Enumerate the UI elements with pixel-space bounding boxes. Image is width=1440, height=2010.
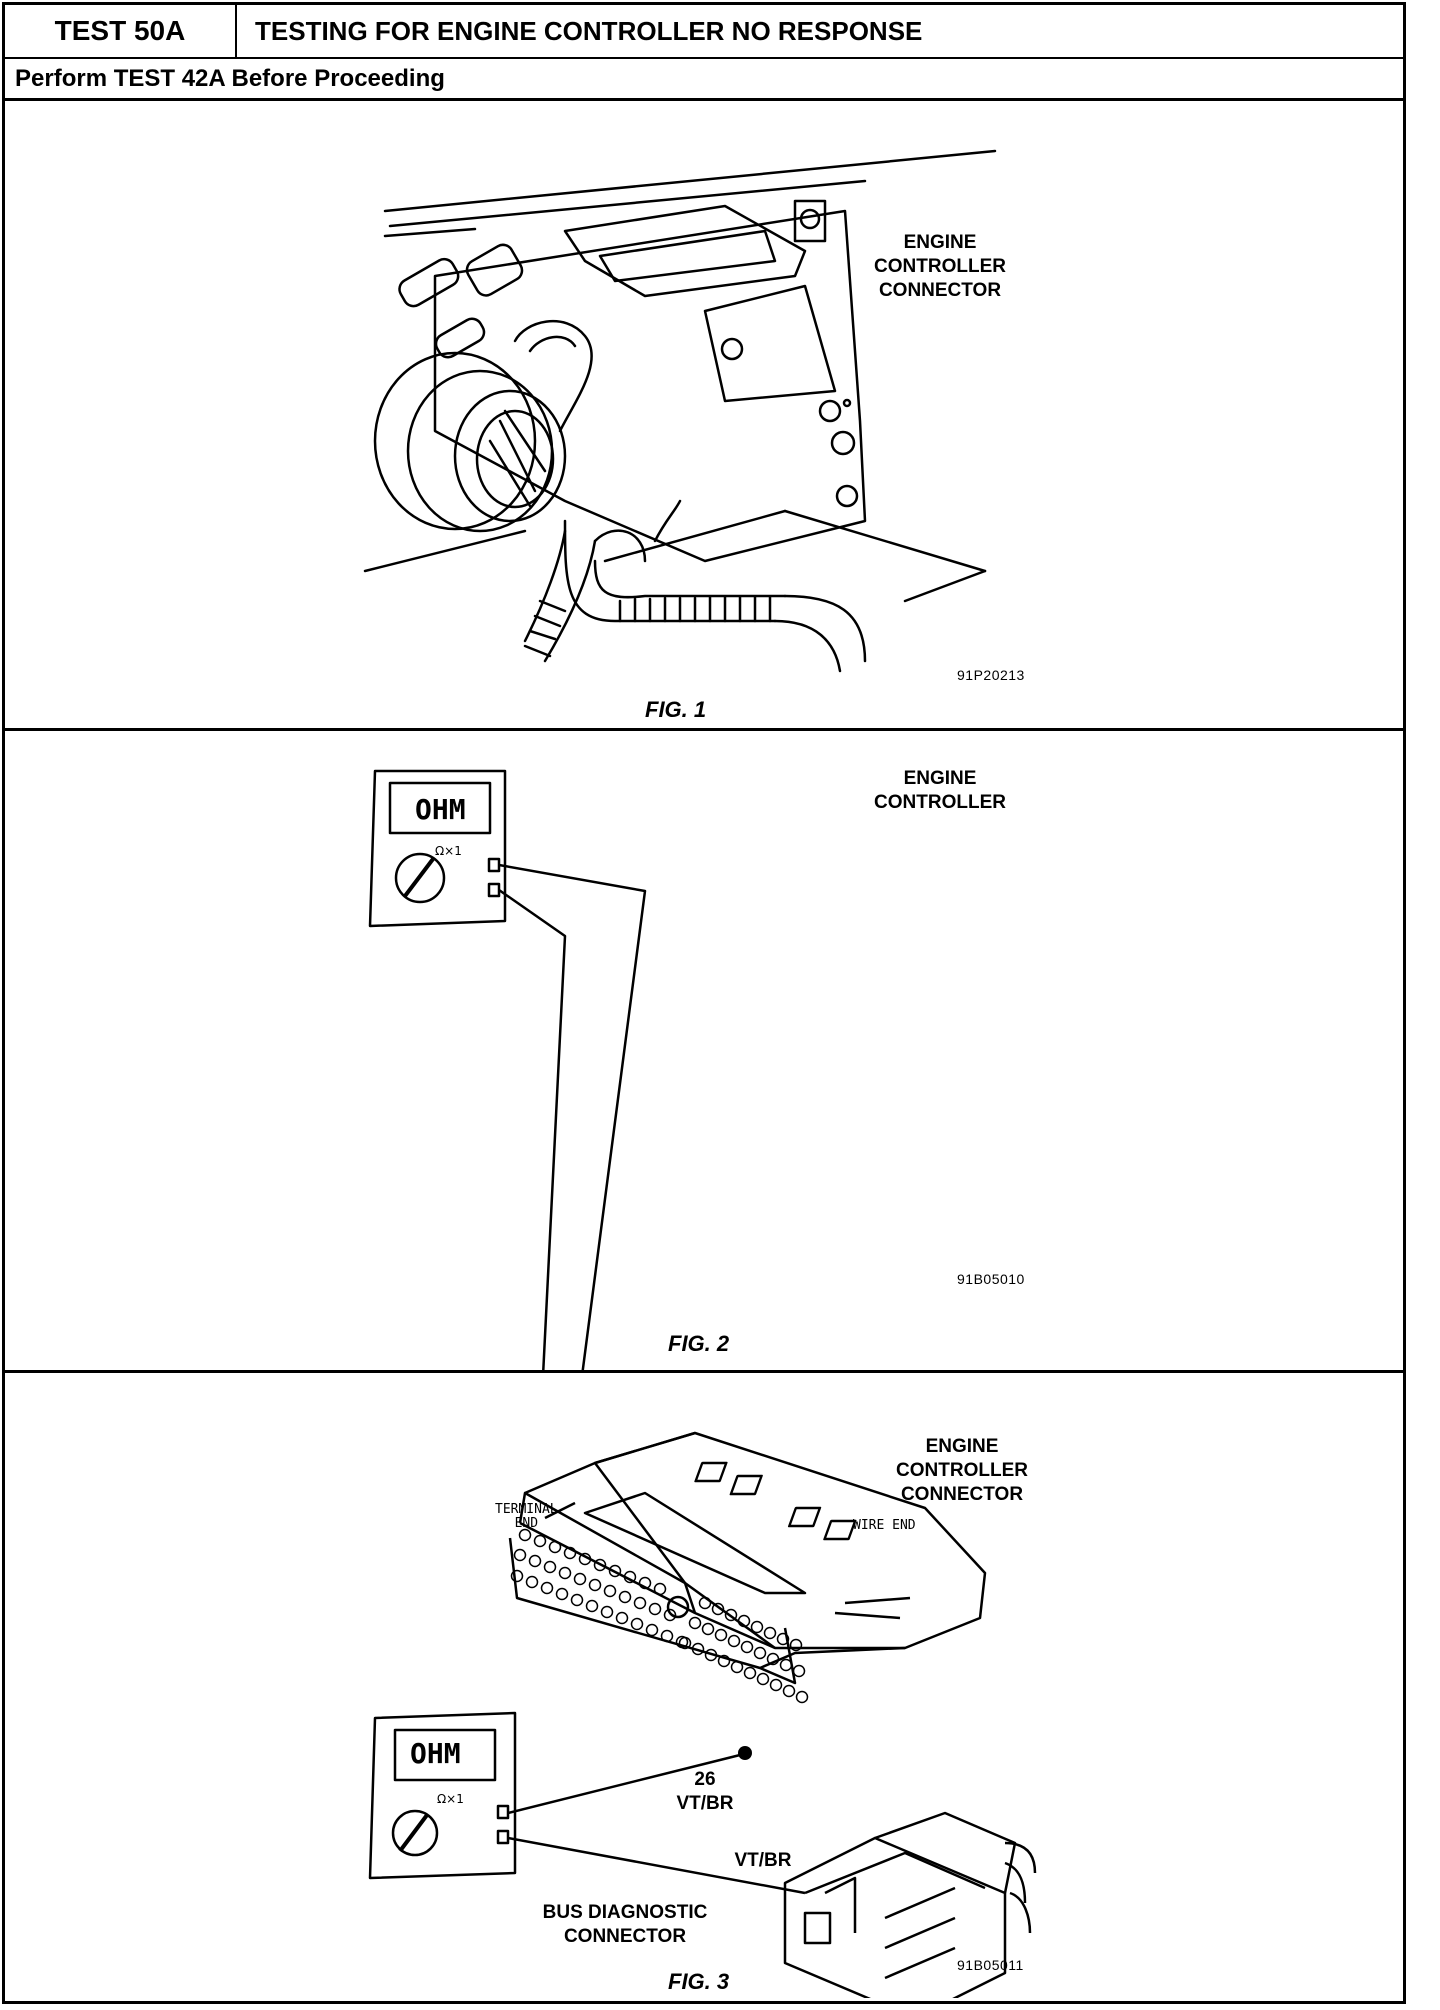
fig2-meter-display: OHM	[415, 793, 466, 826]
figure-3-panel: OHM Ω×1 ENGINE CONTROLLER CONNECTOR TERM…	[5, 1373, 1403, 2001]
terminal-dot	[766, 1652, 780, 1666]
fig3-bus-connector-label: BUS DIAGNOSTIC CONNECTOR	[542, 1902, 708, 1947]
terminal-dot	[782, 1684, 796, 1698]
terminal-dot	[585, 1599, 599, 1613]
test-title: TESTING FOR ENGINE CONTROLLER NO RESPONS…	[255, 16, 923, 46]
terminal-dot	[548, 1540, 562, 1554]
terminal-dot	[633, 1596, 647, 1610]
test-sheet: TEST 50A TESTING FOR ENGINE CONTROLLER N…	[2, 2, 1406, 2004]
fig1-callout: ENGINE CONTROLLER CONNECTOR	[874, 232, 1006, 301]
fig2-meter-range: Ω×1	[435, 844, 462, 858]
terminal-dot	[615, 1611, 629, 1625]
fig1-code: 91P20213	[957, 667, 1025, 683]
terminal-dot	[603, 1584, 617, 1598]
terminal-dot	[795, 1690, 809, 1704]
terminal-dot	[570, 1593, 584, 1607]
fig2-code: 91B05010	[957, 1271, 1025, 1287]
engine-controller-pinout-illustration: OHM Ω×1 12345678910111213141516171819202…	[368, 769, 647, 1370]
terminal-dot	[769, 1678, 783, 1692]
terminal-dot	[688, 1616, 702, 1630]
terminal-dot	[737, 1614, 751, 1628]
fig3-wire-label: VT/BR	[734, 1850, 792, 1871]
terminal-dot	[704, 1648, 718, 1662]
terminal-dot	[727, 1634, 741, 1648]
terminal-dot	[638, 1576, 652, 1590]
prerequisite-note: Perform TEST 42A Before Proceeding	[5, 59, 1403, 101]
fig3-wire-end: WIRE END	[853, 1518, 916, 1533]
terminal-dot	[558, 1566, 572, 1580]
engine-controller-connector-illustration	[363, 149, 997, 673]
terminal-dot	[528, 1554, 542, 1568]
terminal-dot	[573, 1572, 587, 1586]
terminal-dot	[724, 1608, 738, 1622]
terminal-dot	[691, 1642, 705, 1656]
terminal-dot	[593, 1558, 607, 1572]
terminal-dot	[743, 1666, 757, 1680]
terminal-dot	[663, 1608, 677, 1622]
test-header: TEST 50A TESTING FOR ENGINE CONTROLLER N…	[5, 5, 1403, 59]
terminal-dot	[711, 1602, 725, 1616]
terminal-dot	[756, 1672, 770, 1686]
terminal-dot	[645, 1623, 659, 1637]
terminal-dot	[660, 1629, 674, 1643]
figure-1-panel: ENGINE CONTROLLER CONNECTOR 91P20213 FIG…	[5, 101, 1403, 731]
terminal-dot	[648, 1602, 662, 1616]
terminal-dot	[678, 1636, 692, 1650]
terminal-dot	[630, 1617, 644, 1631]
terminal-dot	[789, 1638, 803, 1652]
fig2-callout: ENGINE CONTROLLER	[874, 768, 1006, 813]
fig3-code: 91B05011	[957, 1957, 1024, 1973]
terminal-dot	[540, 1581, 554, 1595]
terminal-dot	[555, 1587, 569, 1601]
terminal-dot	[730, 1660, 744, 1674]
terminal-dot	[717, 1654, 731, 1668]
figure-2-panel: OHM Ω×1 12345678910111213141516171819202…	[5, 731, 1403, 1373]
terminal-dot	[701, 1622, 715, 1636]
fig3-meter-range: Ω×1	[437, 1792, 464, 1806]
terminal-dot	[543, 1560, 557, 1574]
terminal-dot	[776, 1632, 790, 1646]
terminal-dot	[792, 1664, 806, 1678]
terminal-dot	[618, 1590, 632, 1604]
terminal-dot	[623, 1570, 637, 1584]
terminal-dot	[653, 1582, 667, 1596]
fig3-callout: ENGINE CONTROLLER CONNECTOR	[896, 1436, 1028, 1505]
terminal-dot	[714, 1628, 728, 1642]
terminal-dot	[578, 1552, 592, 1566]
terminal-dot	[608, 1564, 622, 1578]
fig1-label: FIG. 1	[645, 697, 707, 722]
terminal-dot	[600, 1605, 614, 1619]
terminal-dot	[563, 1546, 577, 1560]
fig3-pin-label: 26 VT/BR	[676, 1769, 734, 1814]
terminal-dot	[750, 1620, 764, 1634]
terminal-dot	[510, 1569, 524, 1583]
terminal-dot	[740, 1640, 754, 1654]
terminal-dot	[588, 1578, 602, 1592]
fig3-terminal-end: TERMINAL END	[495, 1502, 558, 1531]
terminal-dot	[753, 1646, 767, 1660]
terminal-dot	[533, 1534, 547, 1548]
terminal-dot	[779, 1658, 793, 1672]
test-number: TEST 50A	[5, 5, 237, 57]
terminal-dot	[513, 1548, 527, 1562]
terminal-dot	[525, 1575, 539, 1589]
bus-diagnostic-connector-illustration: OHM Ω×1	[368, 1431, 1037, 1998]
terminal-dot	[518, 1528, 532, 1542]
fig2-label: FIG. 2	[668, 1331, 730, 1356]
fig3-meter-display: OHM	[410, 1737, 461, 1770]
terminal-dot	[763, 1626, 777, 1640]
fig3-label: FIG. 3	[668, 1969, 730, 1994]
terminal-dot	[698, 1596, 712, 1610]
